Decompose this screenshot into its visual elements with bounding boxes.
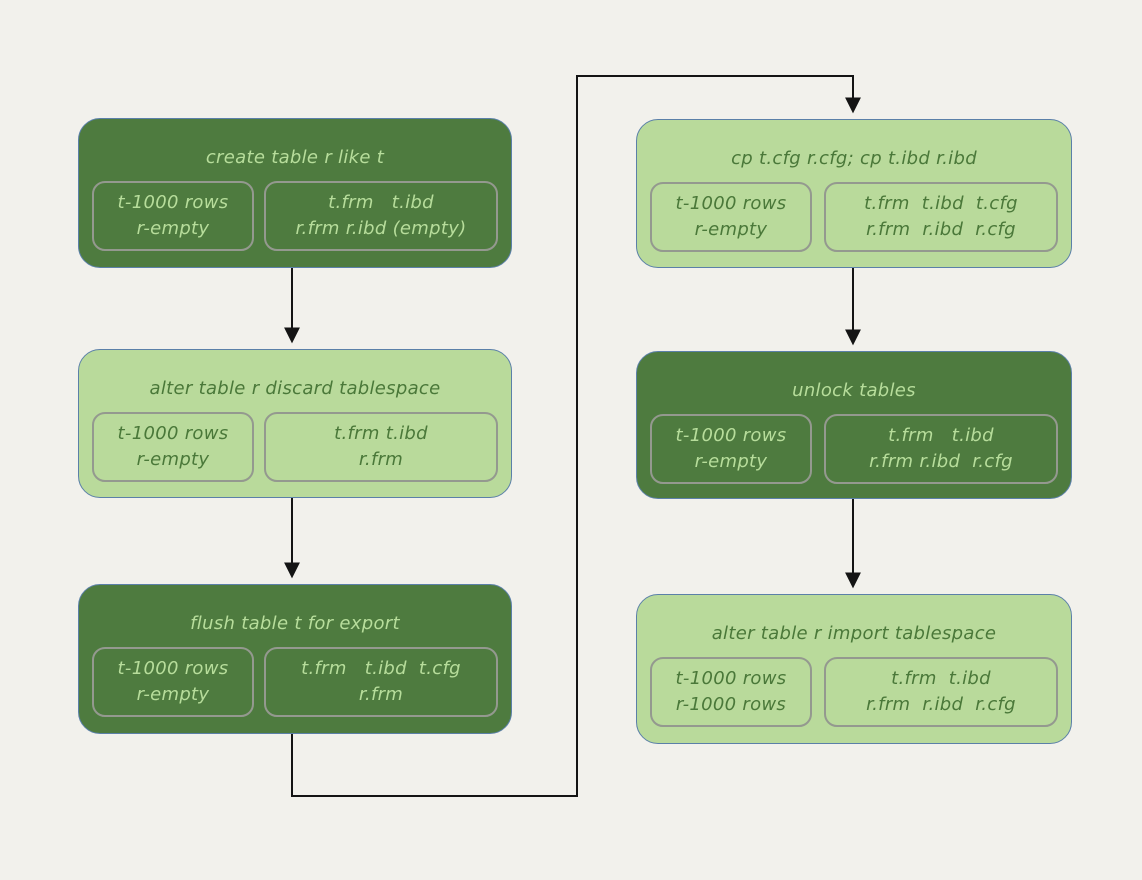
files-line: r.frm <box>358 449 404 470</box>
rows-state-box: t-1000 rows r-empty <box>92 412 254 482</box>
files-line: r.frm r.ibd r.cfg <box>869 451 1013 472</box>
rows-line: r-empty <box>694 451 768 472</box>
node-copy-files: cp t.cfg r.cfg; cp t.ibd r.ibd t-1000 ro… <box>636 119 1072 268</box>
files-state-box: t.frm t.ibd r.frm r.ibd r.cfg <box>824 657 1058 727</box>
node-unlock-tables: unlock tables t-1000 rows r-empty t.frm … <box>636 351 1072 499</box>
rows-line: t-1000 rows <box>675 425 787 446</box>
rows-line: r-1000 rows <box>675 694 787 715</box>
files-line: r.frm r.ibd (empty) <box>295 218 467 239</box>
node-title: alter table r import tablespace <box>711 622 997 644</box>
rows-line: t-1000 rows <box>117 423 229 444</box>
rows-state-box: t-1000 rows r-empty <box>650 182 812 252</box>
arrow-flush-to-copy <box>291 75 861 797</box>
rows-state-box: t-1000 rows r-empty <box>650 414 812 484</box>
files-line: t.frm t.ibd <box>328 192 434 213</box>
rows-line: r-empty <box>136 684 210 705</box>
files-state-box: t.frm t.ibd t.cfg r.frm r.ibd r.cfg <box>824 182 1058 252</box>
files-line: r.frm <box>358 684 404 705</box>
rows-line: r-empty <box>136 218 210 239</box>
node-create-table: create table r like t t-1000 rows r-empt… <box>78 118 512 268</box>
files-state-box: t.frm t.ibd t.cfg r.frm <box>264 647 498 717</box>
node-flush-table: flush table t for export t-1000 rows r-e… <box>78 584 512 734</box>
node-title: cp t.cfg r.cfg; cp t.ibd r.ibd <box>731 147 977 169</box>
rows-state-box: t-1000 rows r-empty <box>92 181 254 251</box>
files-line: t.frm t.ibd <box>334 423 428 444</box>
files-state-box: t.frm t.ibd r.frm r.ibd r.cfg <box>824 414 1058 484</box>
files-state-box: t.frm t.ibd r.frm <box>264 412 498 482</box>
rows-state-box: t-1000 rows r-1000 rows <box>650 657 812 727</box>
node-title: flush table t for export <box>190 612 400 634</box>
rows-line: t-1000 rows <box>117 658 229 679</box>
node-title: alter table r discard tablespace <box>149 377 441 399</box>
files-line: t.frm t.ibd <box>888 425 994 446</box>
files-line: r.frm r.ibd r.cfg <box>866 219 1016 240</box>
node-title: unlock tables <box>792 379 916 401</box>
files-line: t.frm t.ibd <box>891 668 991 689</box>
rows-line: t-1000 rows <box>675 193 787 214</box>
rows-line: t-1000 rows <box>675 668 787 689</box>
rows-line: t-1000 rows <box>117 192 229 213</box>
files-state-box: t.frm t.ibd r.frm r.ibd (empty) <box>264 181 498 251</box>
rows-state-box: t-1000 rows r-empty <box>92 647 254 717</box>
rows-line: r-empty <box>694 219 768 240</box>
files-line: t.frm t.ibd t.cfg <box>301 658 461 679</box>
files-line: t.frm t.ibd t.cfg <box>864 193 1018 214</box>
files-line: r.frm r.ibd r.cfg <box>866 694 1016 715</box>
rows-line: r-empty <box>136 449 210 470</box>
node-title: create table r like t <box>205 146 385 168</box>
node-import-tablespace: alter table r import tablespace t-1000 r… <box>636 594 1072 744</box>
node-discard-tablespace: alter table r discard tablespace t-1000 … <box>78 349 512 498</box>
